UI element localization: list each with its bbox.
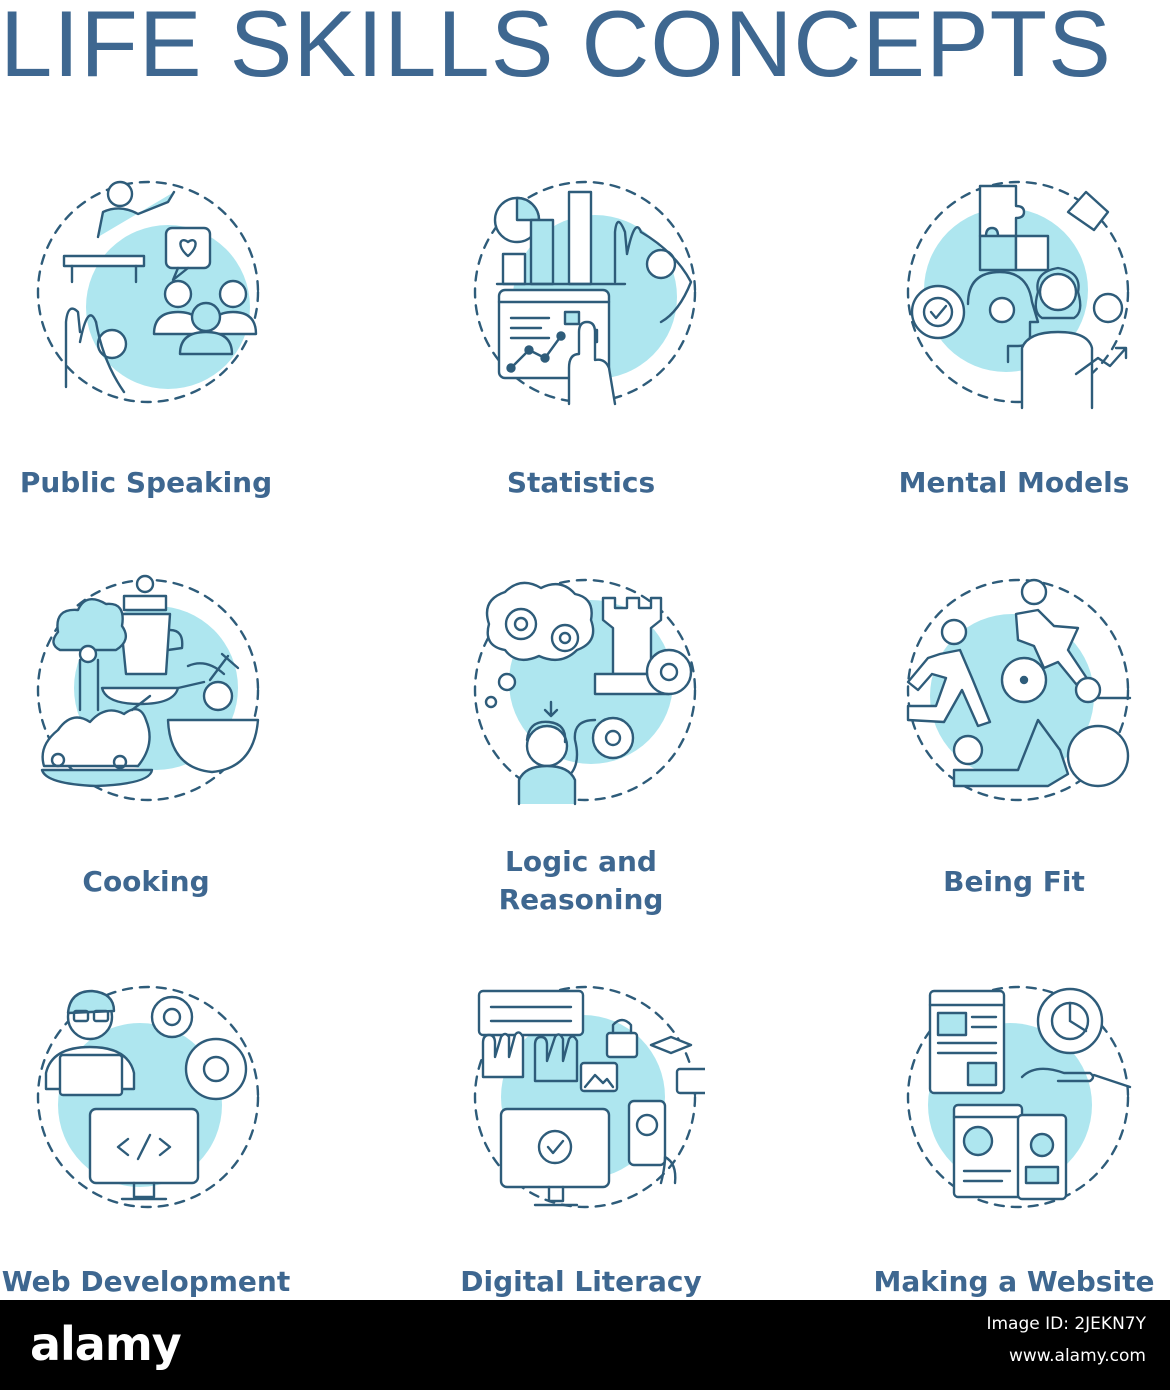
watermark-banner: alamy Image ID: 2JEKN7Y www.alamy.com <box>0 1300 1170 1390</box>
concept-label-cooking: Cooking <box>82 865 210 898</box>
watermark-image-id: Image ID: 2JEKN7Y <box>986 1314 1146 1334</box>
concept-label-statistics: Statistics <box>506 466 656 499</box>
watermark-url: www.alamy.com <box>1008 1346 1146 1366</box>
public-speaking-icon <box>28 172 268 412</box>
concept-label-digital-literacy: Digital Literacy <box>460 1265 702 1298</box>
concept-label-logic-line1: Logic and <box>505 845 657 878</box>
concept-label-public-speaking: Public Speaking <box>19 466 273 499</box>
making-website-icon <box>898 977 1138 1217</box>
cooking-icon <box>28 570 268 810</box>
concept-label-logic-and-reasoning: Logic and Reasoning <box>401 843 761 919</box>
page-title: LIFE SKILLS CONCEPTS <box>0 0 1112 96</box>
concept-label-web-development: Web Development <box>1 1265 291 1298</box>
concept-label-making-a-website: Making a Website <box>873 1265 1155 1298</box>
mental-models-icon <box>898 172 1138 412</box>
logic-reasoning-icon <box>465 570 705 810</box>
digital-literacy-icon <box>465 977 705 1217</box>
concept-label-mental-models: Mental Models <box>898 466 1130 499</box>
statistics-icon <box>465 172 705 412</box>
being-fit-icon <box>898 570 1138 810</box>
web-development-icon <box>28 977 268 1217</box>
concept-label-logic-line2: Reasoning <box>498 883 664 916</box>
watermark-brand-logo: alamy <box>30 1317 182 1371</box>
concept-label-being-fit: Being Fit <box>943 865 1085 898</box>
